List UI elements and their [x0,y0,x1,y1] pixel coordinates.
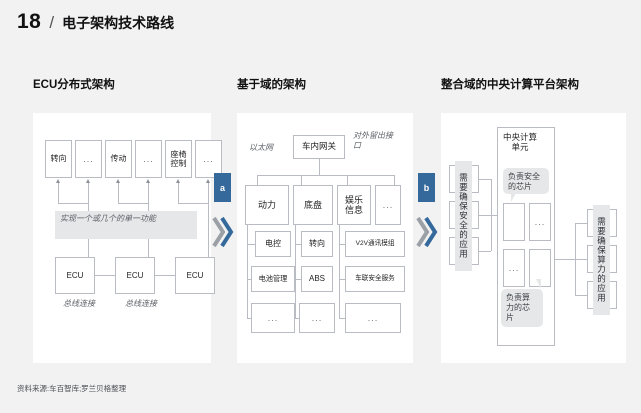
connector-arrow-icon [206,179,210,183]
section-heading-domain-based: 基于域的架构 [237,79,306,91]
ethernet-label: 以太网 [249,143,273,152]
left-app-group-label: 需要确保安全的应用 [455,161,472,271]
domain-box-infotainment: 娱乐 信息 [337,185,371,225]
connector-line [575,223,576,295]
connector-arrow-icon [146,179,150,183]
connector-arrow-icon [176,179,180,183]
connector-line [569,259,587,260]
ecu-box: ECU [55,257,95,294]
connector-line [295,244,301,245]
bus-label: 总线连接 [63,299,95,308]
connector-line [58,203,89,204]
bubble-security-chip: 负责安全 的芯片 [503,168,549,194]
section-heading-central-compute: 整合域的中央计算平台架构 [441,79,579,91]
connector-line [208,183,209,261]
connector-arrow-icon [86,179,90,183]
page-title-number: 18 [17,10,42,33]
chip-box [503,203,525,241]
connector-line [118,183,119,204]
domain-child-box: 转向 [301,231,333,257]
external-interface-label: 对外留出接口 [353,131,393,150]
domain-box-chassis: 底盘 [293,185,333,225]
domain-box-powertrain: 动力 [245,185,289,225]
function-box: 传动 [105,140,132,178]
panel-central-compute: 中央计算 单元 负责安全 的芯片 ... ... 负责算 力的芯 片 需要确保安… [441,113,626,363]
domain-box-ellipsis: ... [375,185,401,225]
callout-single-function: 实现一个或几个的单一功能 [55,211,197,239]
function-box: 座椅 控制 [165,140,192,178]
domain-child-box: 车联安全服务 [345,266,405,292]
function-box-ellipsis: ... [135,140,162,178]
section-heading-ecu-distributed: ECU分布式架构 [33,79,115,91]
bubble-tail-icon [511,193,516,202]
bubble-tail-icon [536,279,541,289]
panel-ecu-distributed: 转向 ... 传动 ... 座椅 控制 ... 实现一个或几个的单一功能 ECU… [33,113,222,363]
chip-box-ellipsis: ... [529,203,551,241]
page-title-text: 电子架构技术路线 [62,15,175,31]
domain-child-box: 电池管理 [251,266,295,292]
function-box-ellipsis: ... [75,140,102,178]
connector-line [319,159,320,175]
step-badge-a[interactable]: a [214,173,231,202]
domain-child-box-ellipsis: ... [345,303,401,333]
chevron-right-icon-b [416,216,438,248]
connector-line [118,203,149,204]
connector-line [257,175,258,185]
function-box: 转向 [45,140,72,178]
connector-line [295,279,301,280]
domain-child-box: 电控 [255,231,291,257]
connector-line [339,279,345,280]
connector-line [178,183,179,204]
connector-line [178,203,209,204]
bubble-compute-chip: 负责算 力的芯 片 [501,289,543,327]
bus-label: 总线连接 [125,299,157,308]
connector-line [394,175,395,185]
connector-line [575,223,587,224]
right-app-group-label: 需要确保算力的应用 [593,205,610,315]
connector-line [339,318,345,319]
gateway-box: 车内网关 [293,135,345,159]
bus-link-line [155,275,175,276]
domain-child-box-ellipsis: ... [251,303,295,333]
connector-line [575,295,587,296]
connector-line [479,179,491,180]
ecu-box: ECU [115,257,155,294]
connector-line [295,225,296,319]
ecu-box: ECU [175,257,215,294]
source-note: 资料来源:车百智库;罗兰贝格整理 [17,384,127,393]
function-box-ellipsis: ... [195,140,222,178]
page-title-separator: / [49,13,55,32]
chevron-right-icon-a [212,216,234,248]
connector-line [247,244,255,245]
connector-line [295,318,301,319]
connector-line [479,251,491,252]
domain-child-box: ABS [301,266,333,292]
connector-arrow-icon [116,179,120,183]
step-badge-b[interactable]: b [418,173,435,202]
connector-line [58,183,59,204]
connector-line [347,175,348,185]
connector-line [301,175,302,185]
connector-line [339,225,340,319]
chip-box-ellipsis: ... [503,249,525,287]
connector-line [339,244,345,245]
connector-line [491,179,492,251]
bus-link-line [95,275,115,276]
connector-line [555,259,569,260]
domain-child-box: V2V通讯模组 [345,231,405,257]
domain-child-box-ellipsis: ... [299,303,335,333]
panel-domain-based: 车内网关 以太网 对外留出接口 动力 底盘 娱乐 信息 ... 电控 电池管理 … [237,113,413,363]
connector-arrow-icon [56,179,60,183]
connector-line [257,175,395,176]
connector-line [247,225,248,319]
connector-line [479,215,497,216]
page-title: 18 / 电子架构技术路线 [17,10,174,34]
